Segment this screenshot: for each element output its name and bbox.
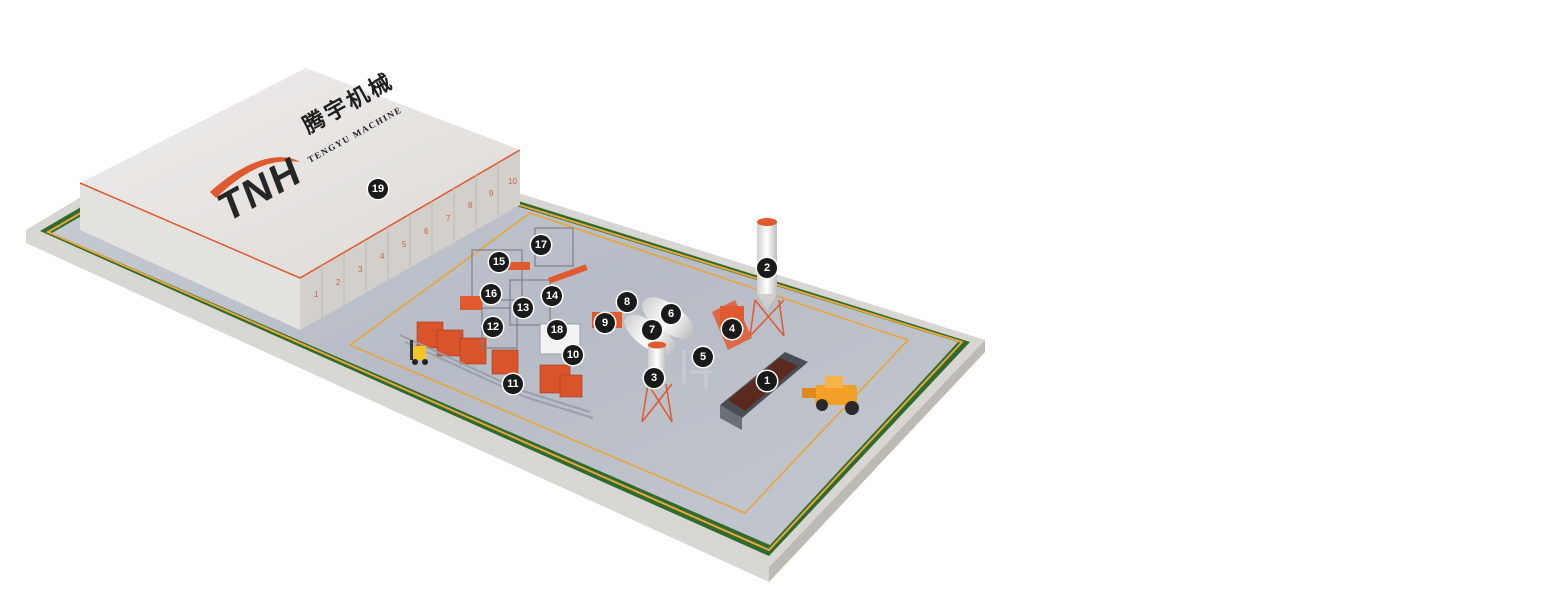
work-area-boundary <box>348 212 910 514</box>
stacking-frames <box>471 227 574 349</box>
bay-number: 1 <box>314 290 319 299</box>
marker-mixer-platform: 5 <box>693 347 713 367</box>
bay-number: 5 <box>402 240 407 249</box>
bay-number: 8 <box>468 201 473 210</box>
marker-control-room: 18 <box>547 320 567 340</box>
bay-number: 9 <box>489 189 494 198</box>
warehouse-building <box>79 68 521 330</box>
bay-number: 10 <box>508 177 517 186</box>
marker-cuber: 15 <box>489 252 509 272</box>
marker-stacker: 12 <box>483 317 503 337</box>
marker-curing-warehouse: 19 <box>368 179 388 199</box>
marker-mixer-drum-a: 6 <box>661 304 681 324</box>
marker-cement-silo-large: 2 <box>757 258 777 278</box>
marker-transfer-car: 14 <box>542 286 562 306</box>
bay-number: 2 <box>336 278 341 287</box>
pallet-racks <box>416 321 583 398</box>
marker-pallet-racks: 11 <box>503 374 523 394</box>
bay-number: 6 <box>424 227 429 236</box>
bay-number: 3 <box>358 265 363 274</box>
marker-block-machine: 9 <box>595 313 615 333</box>
marker-mixer-drum-b: 7 <box>642 320 662 340</box>
marker-aggregate-batcher: 1 <box>757 371 777 391</box>
marker-pallet-return: 16 <box>481 284 501 304</box>
marker-cement-silo-small: 3 <box>644 368 664 388</box>
bay-number: 7 <box>446 214 451 223</box>
marker-block-conveyor: 10 <box>563 345 583 365</box>
marker-elevator: 13 <box>513 298 533 318</box>
marker-feed-belt: 8 <box>617 292 637 312</box>
wheel-loader <box>802 376 859 415</box>
marker-lowerator: 17 <box>531 235 551 255</box>
marker-batching-conveyor: 4 <box>722 319 742 339</box>
forklift <box>410 340 428 365</box>
bay-number: 4 <box>380 252 385 261</box>
